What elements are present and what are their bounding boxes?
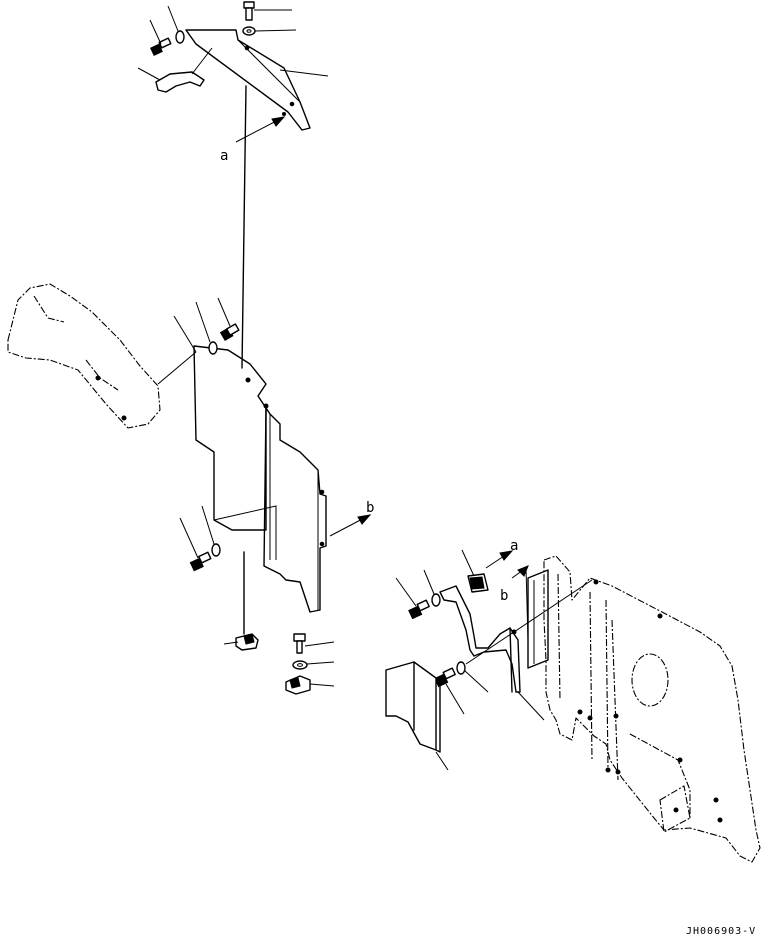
bottom-washer [292,660,335,670]
ref-arrow-b-right: b [500,565,549,669]
small-bolt-upper-left [149,19,172,56]
ref-arrow-b-mid: b [329,500,374,537]
lower-clamp [223,633,259,651]
foam-pad [385,661,449,771]
bottom-bolt [293,633,335,654]
small-washer-upper-left [167,5,185,44]
ref-arrow-a-right: a [485,538,518,569]
panel-bottom-washer [201,505,221,557]
ref-label-a-right: a [510,538,518,554]
panel-top-washer [173,301,218,355]
right-housing-outline [543,555,761,863]
ref-arrow-a-top: a [220,116,286,164]
panel-bottom-bolt [179,517,212,572]
ref-label-b-right: b [500,588,508,604]
drawing-code: JH006903-V [686,926,756,937]
panel-top-bolt [217,297,240,342]
ref-label-b-mid: b [366,500,374,516]
left-frame-outline [7,283,197,429]
top-bracket-assembly: a [137,1,329,369]
right-lower-washer [456,661,489,693]
bottom-clip [285,675,335,695]
top-bolt [243,1,292,21]
square-pad [461,549,489,593]
top-bracket-plate [185,29,311,131]
right-lower-bolt [434,667,465,715]
hook-clip [137,47,213,93]
central-cover-panel: b [193,345,374,613]
right-upper-bolt [395,577,430,620]
right-upper-washer [423,569,441,607]
top-washer [242,26,297,36]
ref-label-a-top: a [220,148,228,164]
